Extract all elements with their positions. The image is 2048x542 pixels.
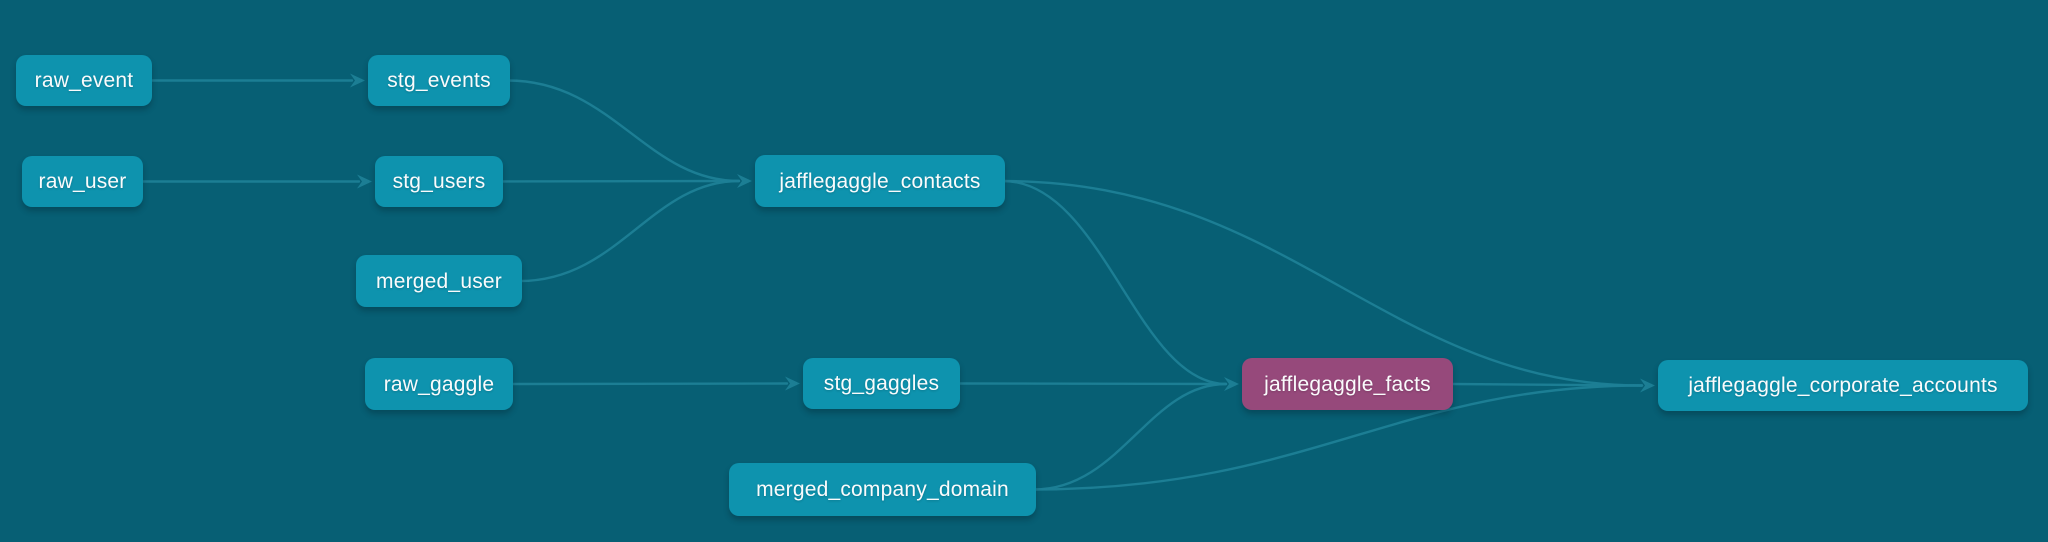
node-raw_event[interactable]: raw_event (16, 55, 152, 106)
node-label: raw_event (34, 69, 134, 92)
node-jafflegaggle_corporate_accounts[interactable]: jafflegaggle_corporate_accounts (1658, 360, 2028, 411)
node-label: stg_events (387, 69, 491, 92)
node-stg_users[interactable]: stg_users (375, 156, 503, 207)
edge-stg_gaggles-to-jafflegaggle_facts (956, 382, 1228, 386)
node-raw_user[interactable]: raw_user (22, 156, 143, 207)
node-label: jafflegaggle_contacts (779, 169, 981, 193)
node-label: jafflegaggle_facts (1264, 372, 1431, 396)
node-label: merged_company_domain (756, 478, 1009, 501)
arrowhead-icon (1640, 378, 1655, 393)
arrowhead-icon (1224, 377, 1239, 391)
edge-jafflegaggle_contacts-to-jafflegaggle_facts (1001, 179, 1228, 386)
node-label: stg_gaggles (823, 372, 940, 395)
node-jafflegaggle_contacts[interactable]: jafflegaggle_contacts (755, 155, 1005, 207)
node-merged_company_domain[interactable]: merged_company_domain (729, 463, 1036, 516)
node-merged_user[interactable]: merged_user (356, 255, 522, 307)
edge-stg_events-to-jafflegaggle_contacts (506, 79, 741, 183)
node-stg_gaggles[interactable]: stg_gaggles (803, 358, 960, 409)
node-label: stg_users (392, 170, 486, 193)
node-raw_gaggle[interactable]: raw_gaggle (365, 358, 513, 410)
edge-jafflegaggle_contacts-to-jafflegaggle_corporate_accounts (1001, 179, 1644, 387)
arrowhead-icon (737, 174, 752, 188)
edge-jafflegaggle_facts-to-jafflegaggle_corporate_accounts (1449, 382, 1644, 387)
node-label: jafflegaggle_corporate_accounts (1688, 374, 1998, 397)
arrowhead-icon (785, 376, 800, 391)
edge-raw_gaggle-to-stg_gaggles (509, 382, 789, 386)
edge-merged_user-to-jafflegaggle_contacts (518, 179, 741, 283)
node-label: raw_gaggle (383, 372, 495, 396)
arrowhead-icon (357, 174, 372, 189)
edge-merged_company_domain-to-jafflegaggle_facts (1032, 382, 1228, 491)
node-label: raw_user (38, 170, 127, 193)
node-stg_events[interactable]: stg_events (368, 55, 510, 106)
arrowhead-icon (350, 73, 365, 88)
node-jafflegaggle_facts[interactable]: jafflegaggle_facts (1242, 358, 1453, 410)
node-label: merged_user (376, 269, 502, 293)
edge-stg_users-to-jafflegaggle_contacts (499, 179, 741, 183)
